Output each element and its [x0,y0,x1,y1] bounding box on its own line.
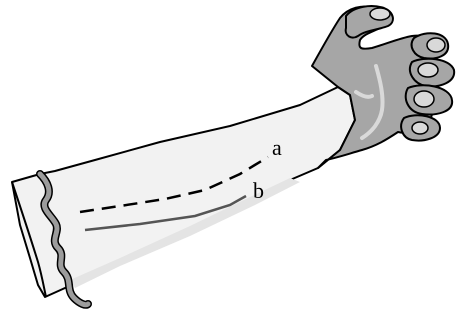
label-a: a [272,135,282,160]
fingernail-index [427,38,445,52]
label-b: b [253,178,264,203]
thumbnail [370,8,390,20]
fingernail-ring [414,91,434,107]
fingernail-little [412,122,428,134]
fingernail-middle [418,63,438,77]
